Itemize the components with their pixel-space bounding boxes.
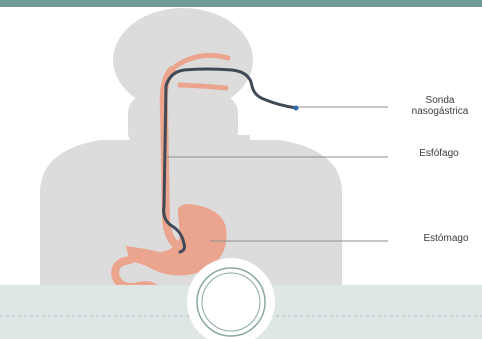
label-sonda-line2: nasogástrica [398, 106, 482, 117]
tube-tip [294, 106, 299, 111]
label-esofago: Esfófago [404, 148, 474, 159]
top-bar [0, 0, 482, 7]
label-estomago: Estómago [410, 233, 482, 244]
label-sonda-nasogastrica: Sonda nasogástrica [398, 95, 482, 117]
label-sonda-line1: Sonda [398, 95, 482, 106]
